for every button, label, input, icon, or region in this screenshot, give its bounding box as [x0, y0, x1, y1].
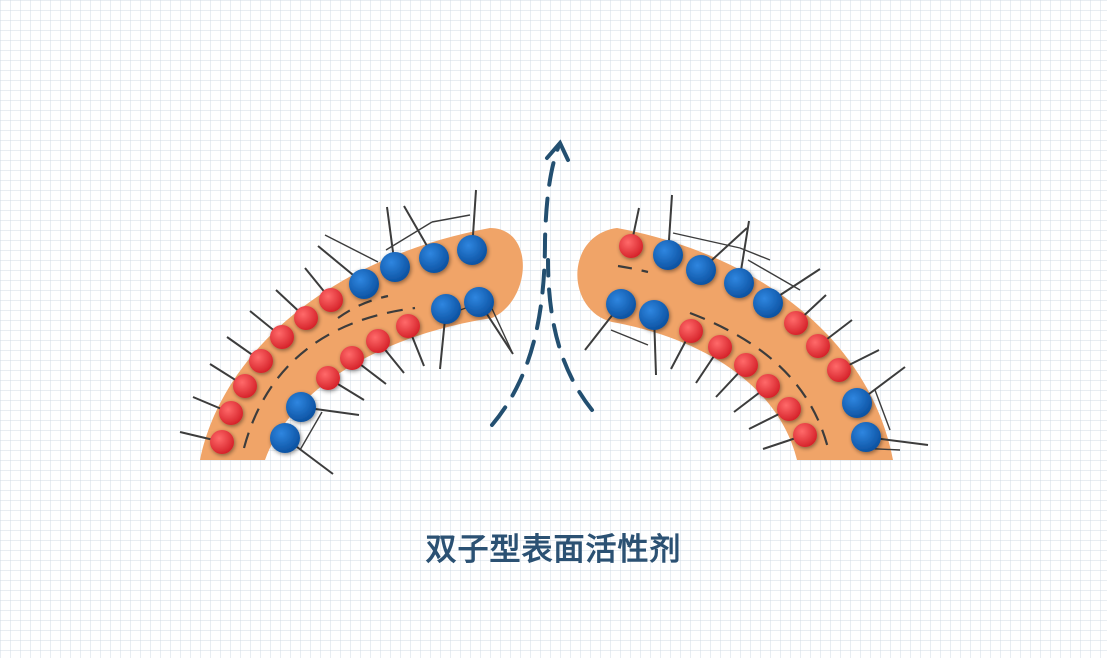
blue-head [842, 388, 872, 418]
molecule-heads [210, 234, 881, 454]
spacer-link-line [431, 214, 471, 223]
blue-head [419, 243, 449, 273]
red-head [679, 319, 703, 343]
arrow-head-icon [545, 139, 570, 162]
blue-head [349, 269, 379, 299]
blue-head [653, 240, 683, 270]
red-head [233, 374, 257, 398]
red-head [396, 314, 420, 338]
right-membrane-band [577, 228, 893, 460]
red-head [366, 329, 390, 353]
central-arrow [490, 139, 594, 427]
right-membrane-dashed-line [689, 311, 830, 449]
blue-head [431, 294, 461, 324]
spacer-link-line [610, 329, 649, 346]
red-head [827, 358, 851, 382]
spacer-link-line [747, 259, 801, 291]
right-membrane-dashed-line-upper [617, 264, 649, 274]
red-head [316, 366, 340, 390]
blue-head [724, 268, 754, 298]
blue-head [464, 287, 494, 317]
left-membrane-dashed-line-upper [337, 294, 389, 319]
blue-head [851, 422, 881, 452]
red-head [734, 353, 758, 377]
red-head [340, 346, 364, 370]
gemini-surfactant-diagram [179, 139, 929, 475]
spacer-link-line [299, 411, 323, 451]
blue-head [639, 300, 669, 330]
spacer-link-line [672, 232, 741, 249]
blue-head [286, 392, 316, 422]
red-head [793, 423, 817, 447]
spacer-link-line [874, 389, 891, 431]
red-head [270, 325, 294, 349]
red-head [249, 349, 273, 373]
red-head [210, 430, 234, 454]
diagram-caption: 双子型表面活性剂 [425, 532, 682, 568]
blue-head [686, 255, 716, 285]
red-head [708, 335, 732, 359]
red-head [294, 306, 318, 330]
red-head [756, 374, 780, 398]
spacer-link-line [324, 234, 379, 263]
red-head [319, 288, 343, 312]
blue-head [753, 288, 783, 318]
red-head [806, 334, 830, 358]
spacer-link-line [739, 247, 771, 261]
blue-head [606, 289, 636, 319]
red-head [777, 397, 801, 421]
left-membrane-dashed-line [242, 306, 416, 449]
blue-head [270, 423, 300, 453]
red-head [784, 311, 808, 335]
left-membrane-band [200, 228, 523, 460]
red-head [619, 234, 643, 258]
red-head [219, 401, 243, 425]
spacer-link-line [385, 221, 433, 251]
blue-head [457, 235, 487, 265]
blue-head [380, 252, 410, 282]
